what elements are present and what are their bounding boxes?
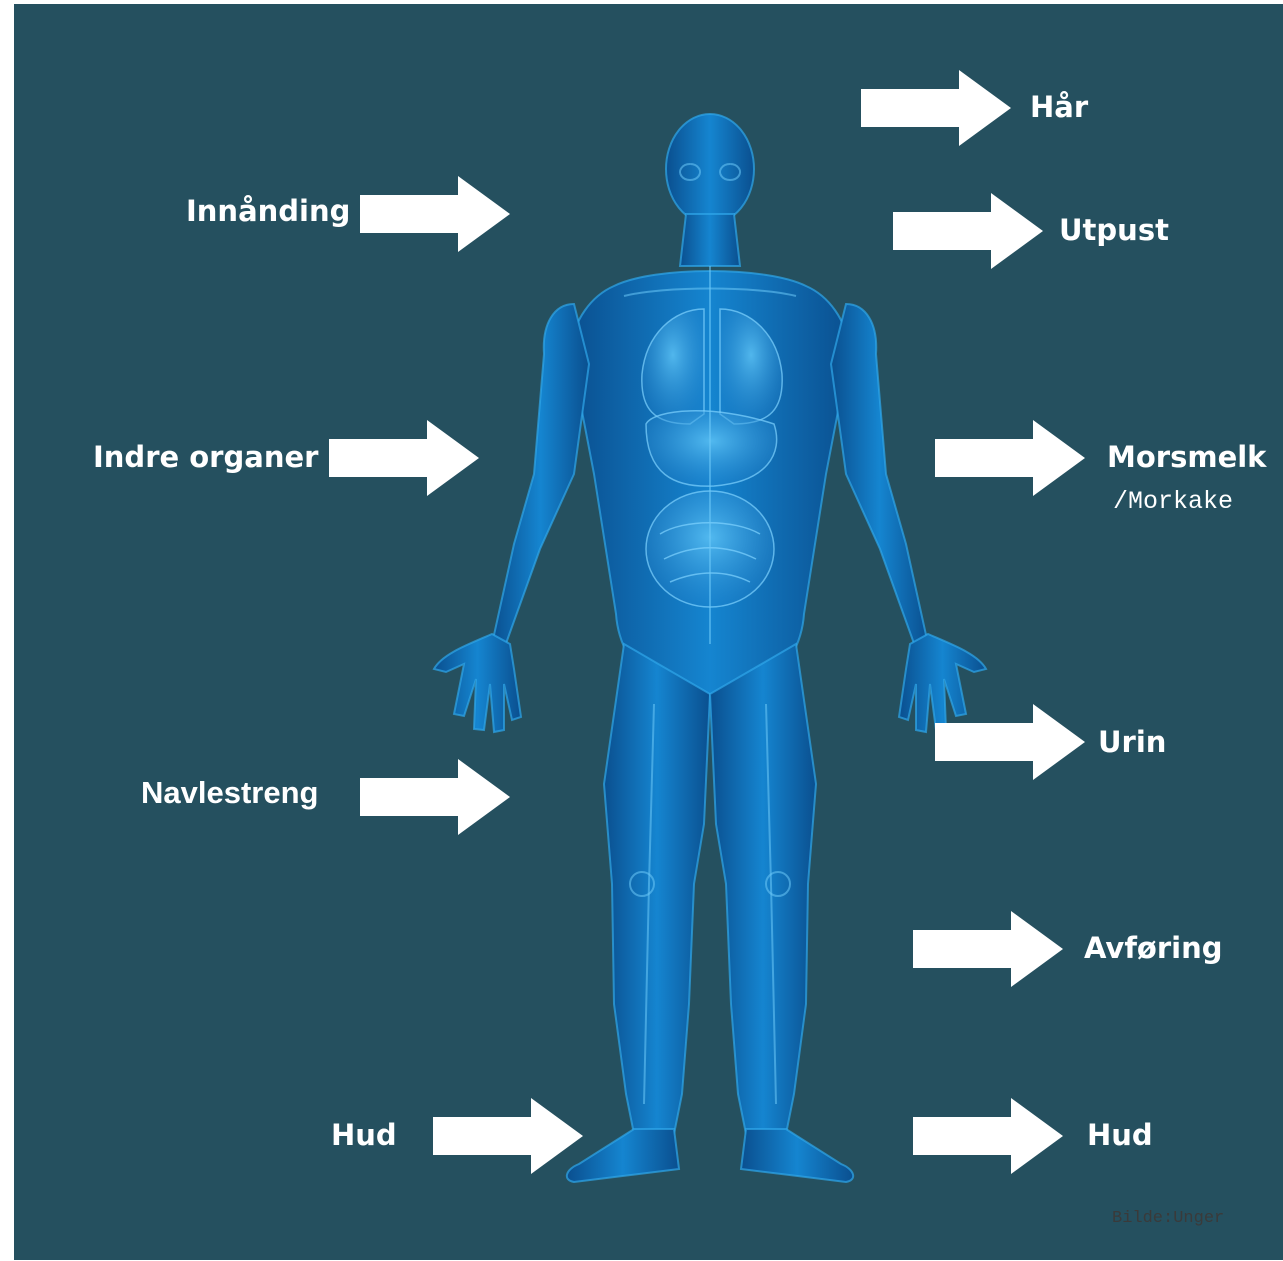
label-morsmelk: Morsmelk	[1107, 443, 1266, 472]
arrow-navlestreng	[360, 759, 510, 835]
label-hud-out: Hud	[1087, 1121, 1153, 1150]
arrow-hud-out	[913, 1098, 1063, 1174]
label-utpust: Utpust	[1059, 216, 1169, 245]
label-innanding: Innånding	[186, 197, 350, 226]
arrow-har	[861, 70, 1011, 146]
image-credit: Bilde:Unger	[1112, 1210, 1224, 1227]
arrow-hud-in	[433, 1098, 583, 1174]
label-navlestreng: Navlestreng	[141, 777, 318, 808]
label-morkake: /Morkake	[1113, 489, 1233, 514]
label-hud-in: Hud	[331, 1121, 397, 1150]
arrow-innanding	[360, 176, 510, 252]
label-urin: Urin	[1098, 728, 1166, 757]
label-indre-organer: Indre organer	[93, 443, 318, 472]
label-avforing: Avføring	[1084, 934, 1223, 963]
arrow-indre-organer	[329, 420, 479, 496]
diagram-panel: Innånding Indre organer Navlestreng Hud …	[14, 4, 1283, 1260]
arrow-morsmelk	[935, 420, 1085, 496]
human-body-figure	[14, 4, 1283, 1260]
arrow-utpust	[893, 193, 1043, 269]
label-har: Hår	[1030, 93, 1088, 122]
arrow-avforing	[913, 911, 1063, 987]
arrow-urin	[935, 704, 1085, 780]
